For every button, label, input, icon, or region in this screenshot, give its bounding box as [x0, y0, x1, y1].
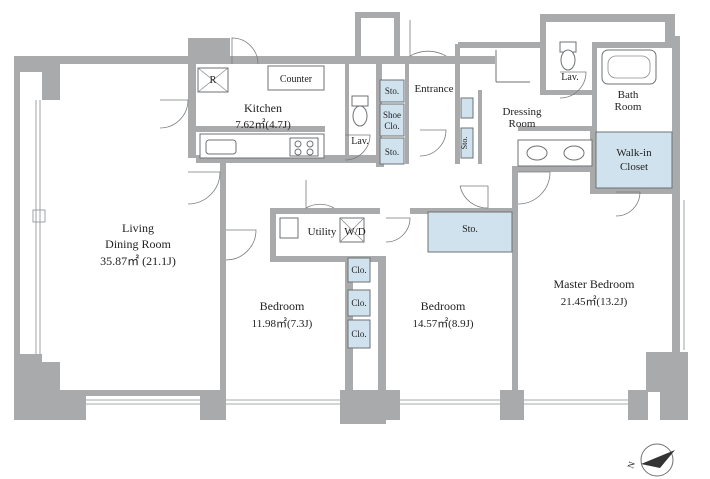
master-area: 21.45㎡(13.2J): [561, 295, 628, 308]
sto-entrance-top-label: Sto.: [385, 86, 399, 96]
sto-entrance-small: [460, 97, 474, 119]
shoe-label-2: Clo.: [384, 121, 399, 131]
bath-label-2: Room: [615, 101, 642, 113]
walk-in-closet: [595, 131, 673, 189]
clo-bed-b-label: Clo.: [351, 329, 366, 339]
bedroom2-area: 11.98㎡(7.3J): [252, 317, 313, 330]
living-label-2: Dining Room: [105, 237, 171, 251]
storage-areas: [347, 79, 673, 349]
bedroom2-label: Bedroom: [260, 299, 305, 313]
compass-needle: [641, 450, 675, 468]
doors: [159, 20, 641, 261]
compass: N: [625, 443, 675, 477]
sto-dressing: [460, 127, 474, 159]
storage-labels: Sto. Shoe Clo. Sto. Sto. Clo. Clo. Clo.: [351, 86, 469, 339]
compass-ring: [640, 443, 674, 477]
clo-utility-label: Clo.: [351, 265, 366, 275]
dressing-label-1: Dressing: [502, 106, 542, 118]
kitchen-area: 7.62㎡(4.7J): [235, 118, 291, 131]
living-area: 35.87㎡ (21.1J): [100, 254, 176, 268]
clo-utility: [347, 257, 371, 283]
wd-label: W/D: [344, 226, 365, 238]
room-labels: Living Dining Room 35.87㎡ (21.1J) Kitche…: [100, 72, 652, 330]
sto-dressing-label: Sto.: [460, 137, 469, 150]
entrance-label: Entrance: [414, 83, 453, 95]
bath-label-1: Bath: [618, 89, 639, 101]
bedroom3-area: 14.57㎡(8.9J): [412, 317, 473, 330]
refrigerator-label: R: [210, 75, 217, 86]
fixtures: [197, 41, 657, 243]
lav-top-label: Lav.: [561, 72, 578, 83]
clo-bed-a: [347, 289, 371, 317]
lav-center-label: Lav.: [351, 136, 368, 147]
walkin-label-2: Closet: [620, 161, 648, 173]
sto-entrance-bottom: [379, 137, 405, 165]
sto-entrance-bottom-label: Sto.: [385, 147, 399, 157]
kitchen-label: Kitchen: [244, 101, 282, 115]
bedroom3-label: Bedroom: [421, 299, 466, 313]
utility-label: Utility: [308, 226, 337, 238]
counter-label: Counter: [280, 74, 313, 85]
windows: [32, 100, 685, 405]
shoe-label-1: Shoe: [383, 110, 401, 120]
walkin-label-1: Walk-in: [616, 147, 652, 159]
shoe-closet: [379, 103, 405, 137]
clo-bed-a-label: Clo.: [351, 298, 366, 308]
compass-label: N: [625, 460, 637, 470]
sto-entrance-top: [379, 79, 405, 103]
sto-hall-label: Sto.: [462, 224, 478, 235]
living-label-1: Living: [122, 221, 154, 235]
dressing-label-2: Room: [509, 118, 536, 130]
sto-hall: [427, 211, 513, 253]
clo-bed-b: [347, 319, 371, 349]
master-label: Master Bedroom: [554, 277, 636, 291]
